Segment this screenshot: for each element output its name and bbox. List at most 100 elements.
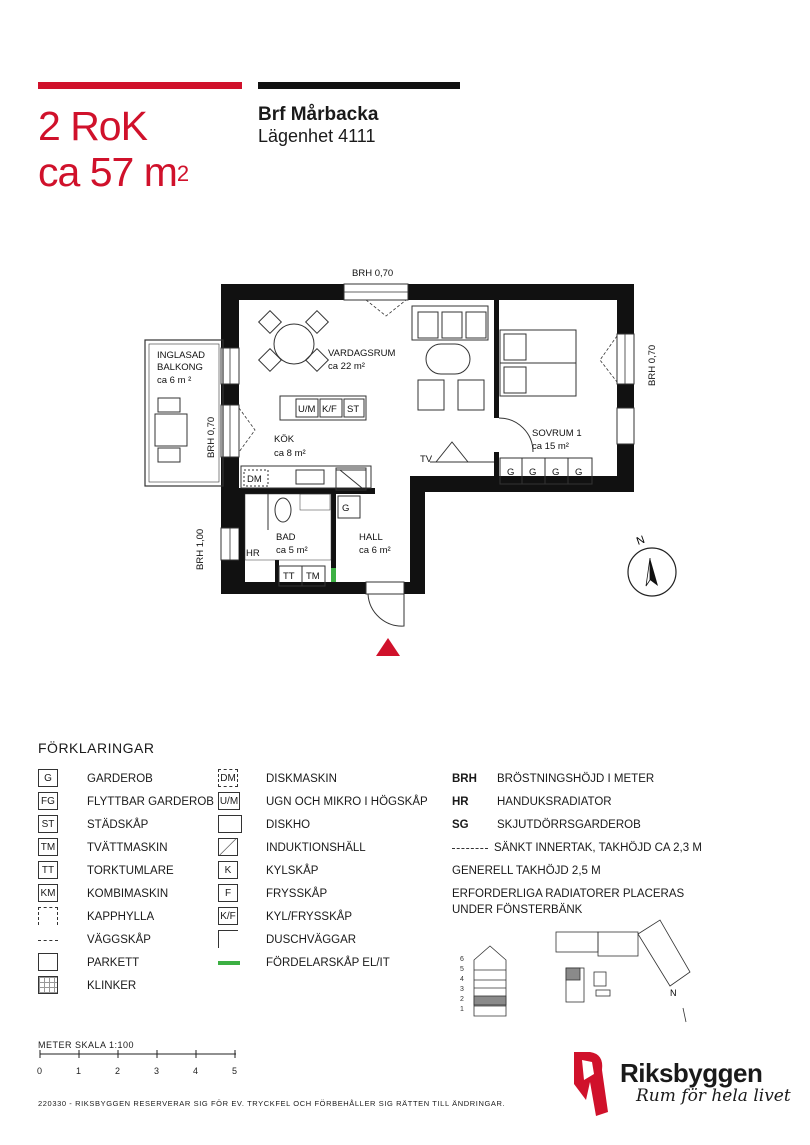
legend-label: DUSCHVÄGGAR [266,934,357,946]
legend-label: SKJUTDÖRRSGARDEROB [497,819,641,831]
apartment-type: 2 RoK [38,103,148,149]
living-label: VARDAGSRUM [328,348,395,359]
legend-label: PARKETT [87,957,140,969]
bedroom-label: SOVRUM 1 [532,428,582,439]
legend-label: FRYSSKÅP [266,888,328,900]
compass [627,547,677,597]
svg-text:3: 3 [154,1066,159,1076]
legend-symbol: TM [38,838,58,856]
legend-label: KOMBIMASKIN [87,888,169,900]
bedroom-area: ca 15 m² [532,441,569,452]
legend-label: KYL/FRYSSKÅP [266,911,353,923]
keyplan-north: N [670,988,677,998]
kapphylla-symbol [38,907,58,925]
legend-symbol: G [38,769,58,787]
brh-right: BRH 0,70 [647,345,658,386]
legend-code: BRH [452,773,477,785]
svg-text:1: 1 [76,1066,81,1076]
svg-text:4: 4 [460,976,464,983]
tt-label: TT [283,571,295,582]
svg-text:5: 5 [460,966,464,973]
svg-text:2: 2 [115,1066,120,1076]
legend-label: INDUKTIONSHÄLL [266,842,366,854]
legend-symbol: K [218,861,238,879]
legend-label: SÄNKT INNERTAK, TAKHÖJD CA 2,3 M [494,842,702,854]
diskho-symbol [218,815,242,833]
header-bar-black [258,82,460,89]
legend-symbol: TT [38,861,58,879]
legend-label: DISKHO [266,819,311,831]
legend-label: DISKMASKIN [266,773,337,785]
legend-label: FLYTTBAR GARDEROB [87,796,214,808]
floor-numbers: 6 5 4 3 2 1 [460,956,464,1013]
legend-symbol: U/M [218,792,240,810]
garderob-4: G [575,467,582,478]
kitchen-label: KÖK [274,434,295,445]
brand-name: Riksbyggen [620,1058,763,1088]
garderob-1: G [507,467,514,478]
legend-label: UNDER FÖNSTERBÄNK [452,904,583,916]
duschvaggar-symbol [218,930,238,948]
svg-text:1: 1 [460,1006,464,1013]
brf-name: Brf Mårbacka [258,104,379,125]
legend-label: ERFORDERLIGA RADIATORER PLACERAS [452,888,685,900]
bath-label: BAD [276,532,296,543]
lowered-ceiling-line [452,848,488,849]
svg-text:4: 4 [193,1066,198,1076]
balcony-area: ca 6 m ² [157,375,191,386]
induktionshall-symbol [218,838,238,856]
bath-area: ca 5 m² [276,545,308,556]
legend-symbol: ST [38,815,58,833]
legend-label: GARDEROB [87,773,153,785]
brh-top: BRH 0,70 [352,268,393,279]
header-bar-red [38,82,242,89]
legend-label: VÄGGSKÅP [87,934,151,946]
legend-symbol: DM [218,769,238,787]
st-label: ST [347,404,359,415]
legend-label: HANDUKSRADIATOR [497,796,612,808]
legend-label: KAPPHYLLA [87,911,155,923]
legend-label: KLINKER [87,980,137,992]
garderob-2: G [529,467,536,478]
legend-code: SG [452,819,469,831]
svg-text:5: 5 [232,1066,237,1076]
legend-title: FÖRKLARINGAR [38,740,155,756]
hall-label: HALL [359,532,383,543]
parkett-symbol [38,953,58,971]
legend-symbol: FG [38,792,58,810]
apartment-area: ca 57 m2 [38,149,189,195]
brh-left-mid: BRH 0,70 [206,417,217,458]
legend-label: UGN OCH MIKRO I HÖGSKÅP [266,796,428,808]
legend-symbol: F [218,884,238,902]
brand-tagline: Rum för hela livet [636,1086,791,1106]
balcony-label: INGLASAD [157,350,205,361]
tm-label: TM [306,571,320,582]
legend-label: FÖRDELARSKÅP EL/IT [266,957,390,969]
dm-label: DM [247,474,262,485]
legend-code: HR [452,796,469,808]
garderob-3: G [552,467,559,478]
um-label: U/M [298,404,316,415]
legend-label: GENERELL TAKHÖJD 2,5 M [452,865,601,877]
footer-disclaimer: 220330 - RIKSBYGGEN RESERVERAR SIG FÖR E… [38,1099,506,1108]
kf-label: K/F [322,404,337,415]
riksbyggen-logo-mark [574,1052,608,1116]
scale-bar [39,1050,236,1058]
legend-symbol: KM [38,884,58,902]
klinker-symbol [38,976,58,994]
balcony-label-2: BALKONG [157,362,203,373]
legend-label: TORKTUMLARE [87,865,174,877]
legend-label: TVÄTTMASKIN [87,842,168,854]
kitchen-area: ca 8 m² [274,448,306,459]
living-area: ca 22 m² [328,361,365,372]
apartment-number: Lägenhet 4111 [258,126,376,146]
key-plan [473,919,691,1023]
svg-text:2: 2 [460,996,464,1003]
compass-north-label: N [635,534,647,548]
vaggskap-symbol [38,940,58,941]
svg-text:0: 0 [37,1066,42,1076]
legend-label: KYLSKÅP [266,865,319,877]
legend-label: BRÖSTNINGSHÖJD I METER [497,773,655,785]
legend-label: STÄDSKÅP [87,819,149,831]
